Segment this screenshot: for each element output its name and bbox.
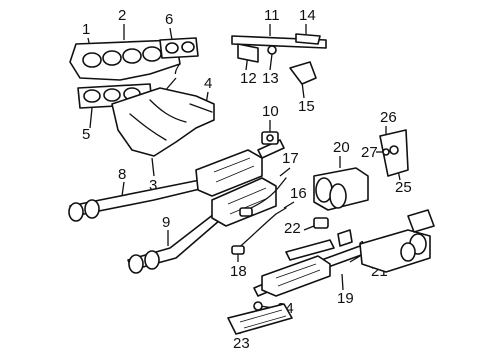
callout-11: 11 xyxy=(264,7,280,24)
callout-7: 7 xyxy=(172,61,180,78)
callout-16: 16 xyxy=(290,185,307,202)
bracket-crossmember xyxy=(231,33,327,85)
rear-pipe-resonator xyxy=(253,239,365,297)
oxygen-sensor-lower xyxy=(231,207,287,255)
callout-6: 6 xyxy=(165,11,173,28)
front-exhaust-pipe-lower xyxy=(127,213,221,274)
clip-24 xyxy=(253,301,263,311)
callout-15: 15 xyxy=(298,98,315,115)
callout-22: 22 xyxy=(284,220,301,237)
callout-10: 10 xyxy=(262,103,279,120)
callout-8: 8 xyxy=(118,166,126,183)
callout-25: 25 xyxy=(395,179,412,196)
callout-26: 26 xyxy=(380,109,397,126)
oxygen-sensor-upper xyxy=(239,177,287,217)
callout-20: 20 xyxy=(333,139,350,156)
callout-14: 14 xyxy=(299,7,316,24)
callout-4: 4 xyxy=(204,75,212,92)
exhaust-manifold-upper xyxy=(69,39,181,81)
callout-17-oxygen-sensor: 17 xyxy=(282,150,299,167)
manifold-gasket-small xyxy=(159,37,199,59)
front-exhaust-pipe-upper xyxy=(68,179,205,222)
clamp-22 xyxy=(313,217,329,229)
rear-muffler xyxy=(359,209,435,273)
callout-2: 2 xyxy=(118,7,126,24)
callout-23: 23 xyxy=(233,335,250,352)
center-muffler xyxy=(313,167,369,211)
rear-hanger-bracket xyxy=(379,129,409,177)
callout-13: 13 xyxy=(262,70,279,87)
callout-5: 5 xyxy=(82,126,90,143)
gasket-17 xyxy=(337,229,353,247)
callout-1: 1 xyxy=(82,21,90,38)
callout-18: 18 xyxy=(230,263,247,280)
callout-3: 3 xyxy=(149,177,157,194)
callout-27: 27 xyxy=(361,144,378,161)
callout-9: 9 xyxy=(162,214,170,231)
callout-12: 12 xyxy=(240,70,257,87)
callout-19: 19 xyxy=(337,290,354,307)
hanger-10 xyxy=(261,131,279,145)
exhaust-manifold xyxy=(111,87,215,157)
heat-shield xyxy=(227,303,293,335)
